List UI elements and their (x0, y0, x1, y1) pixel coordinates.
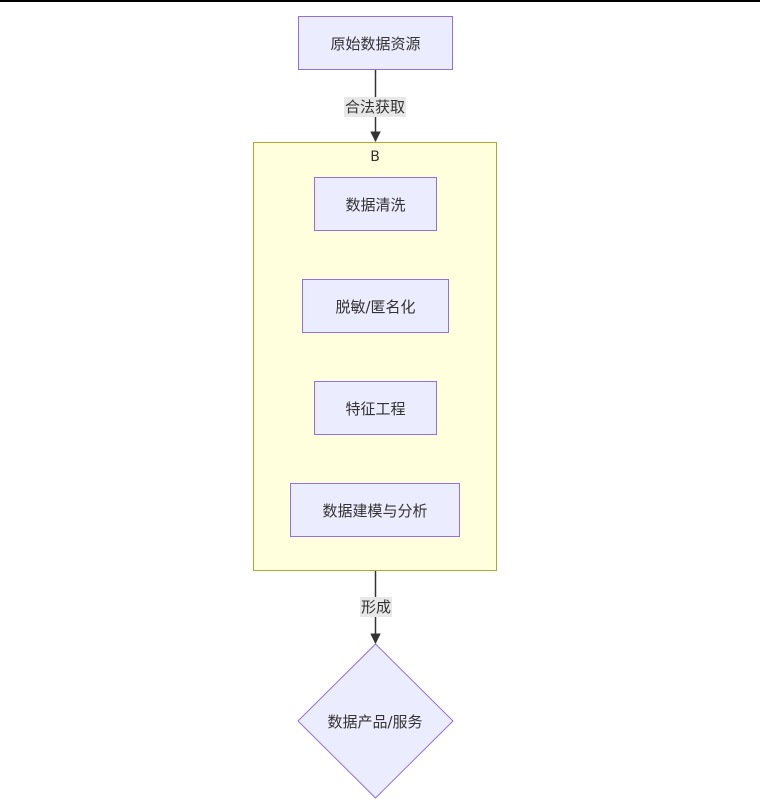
node-data-product-label[interactable]: 数据产品/服务 (327, 713, 423, 731)
node-modeling-analysis-label: 数据建模与分析 (322, 501, 428, 520)
cluster-title: B (370, 149, 380, 165)
node-modeling-analysis[interactable]: 数据建模与分析 (290, 483, 460, 537)
edge-label-form: 形成 (360, 597, 393, 617)
top-border-line (0, 0, 760, 2)
node-data-cleaning-label: 数据清洗 (345, 195, 406, 214)
node-anonymization[interactable]: 脱敏/匿名化 (302, 279, 449, 333)
node-feature-engineering-label: 特征工程 (345, 399, 406, 418)
node-source-data-label: 原始数据资源 (330, 34, 421, 53)
node-feature-engineering[interactable]: 特征工程 (314, 381, 437, 435)
product-diamond-shape (297, 643, 454, 799)
edge-label-acquire: 合法获取 (344, 97, 407, 117)
node-data-cleaning[interactable]: 数据清洗 (314, 177, 437, 231)
node-source-data[interactable]: 原始数据资源 (298, 16, 453, 70)
node-anonymization-label: 脱敏/匿名化 (335, 297, 416, 316)
